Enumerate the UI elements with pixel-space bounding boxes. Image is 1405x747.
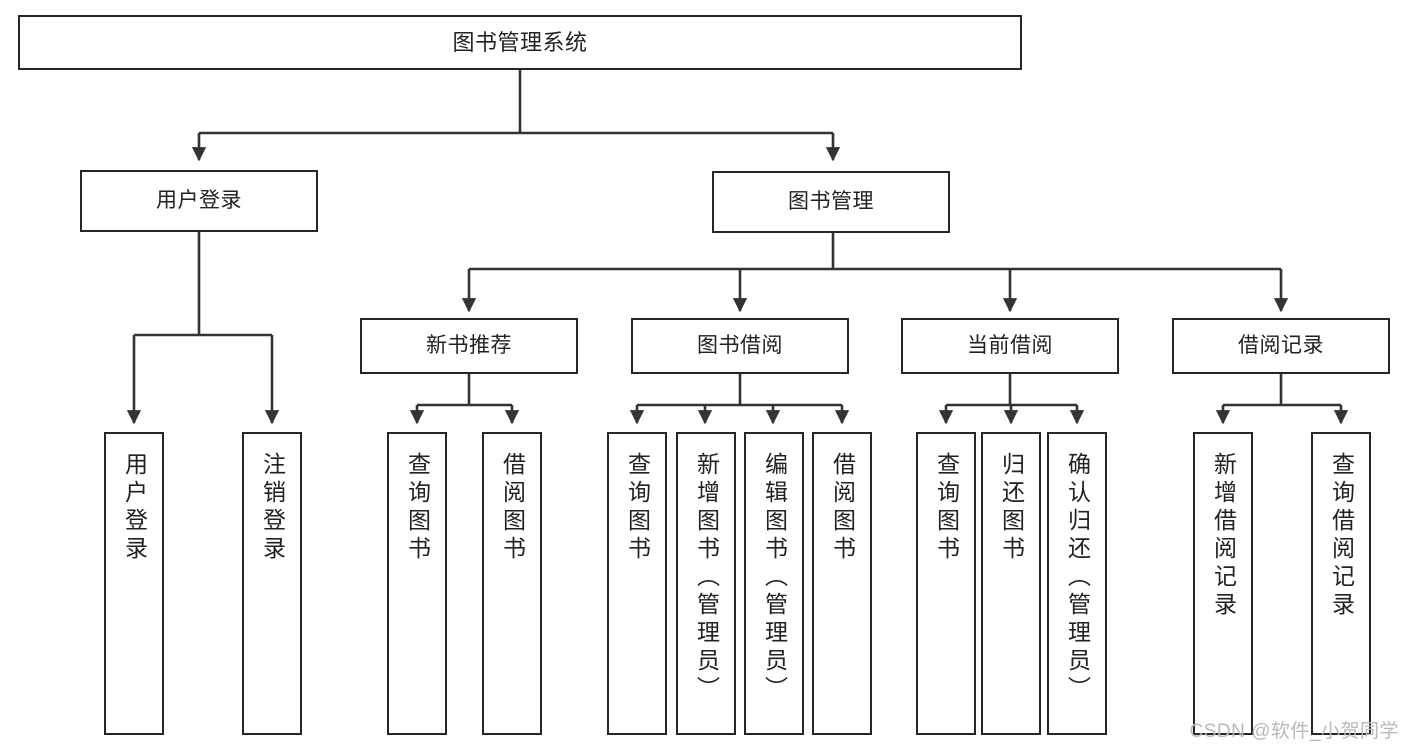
leaf-current-borrow-return[interactable]: 归还图书: [981, 432, 1041, 735]
node-label: 查询图书: [624, 452, 651, 564]
node-label: 借阅记录: [1238, 333, 1324, 357]
leaf-book-borrow-borrow[interactable]: 借阅图书: [812, 432, 872, 735]
node-label: 查询图书: [933, 452, 960, 564]
node-label: 新增图书（管理员）: [693, 452, 720, 704]
node-book-borrow[interactable]: 图书借阅: [631, 318, 849, 374]
node-new-book-recommend[interactable]: 新书推荐: [360, 318, 578, 374]
leaf-new-book-query[interactable]: 查询图书: [387, 432, 447, 735]
node-label: 借阅图书: [499, 452, 526, 564]
node-label: 归还图书: [998, 452, 1025, 564]
node-label: 图书管理系统: [452, 29, 588, 55]
node-label: 图书管理: [788, 189, 874, 213]
node-label: 注销登录: [259, 452, 286, 564]
node-label: 借阅图书: [829, 452, 856, 564]
node-label: 新增借阅记录: [1210, 452, 1237, 620]
node-label: 查询借阅记录: [1328, 452, 1355, 620]
leaf-book-borrow-add-admin[interactable]: 新增图书（管理员）: [676, 432, 736, 735]
leaf-book-borrow-query[interactable]: 查询图书: [607, 432, 667, 735]
node-label: 新书推荐: [426, 333, 512, 357]
node-user-login[interactable]: 用户登录: [80, 170, 318, 232]
leaf-borrow-record-add[interactable]: 新增借阅记录: [1193, 432, 1253, 735]
leaf-user-login-login[interactable]: 用户登录: [104, 432, 164, 735]
node-label: 图书借阅: [697, 333, 783, 357]
leaf-current-borrow-query[interactable]: 查询图书: [916, 432, 976, 735]
node-label: 当前借阅: [967, 333, 1053, 357]
node-label: 确认归还（管理员）: [1064, 452, 1091, 704]
node-label: 编辑图书（管理员）: [761, 452, 788, 704]
leaf-new-book-borrow[interactable]: 借阅图书: [482, 432, 542, 735]
node-label: 用户登录: [121, 452, 148, 564]
node-label: 用户登录: [156, 188, 242, 212]
node-label: 查询图书: [404, 452, 431, 564]
node-current-borrow[interactable]: 当前借阅: [901, 318, 1119, 374]
node-book-management[interactable]: 图书管理: [712, 171, 950, 233]
leaf-current-borrow-confirm-return-admin[interactable]: 确认归还（管理员）: [1047, 432, 1107, 735]
csdn-watermark: CSDN @软件_小贺同学: [1189, 721, 1399, 742]
node-root-book-management-system[interactable]: 图书管理系统: [18, 15, 1022, 70]
leaf-book-borrow-edit-admin[interactable]: 编辑图书（管理员）: [744, 432, 804, 735]
leaf-borrow-record-query[interactable]: 查询借阅记录: [1311, 432, 1371, 735]
leaf-user-login-logout[interactable]: 注销登录: [242, 432, 302, 735]
node-borrow-record[interactable]: 借阅记录: [1172, 318, 1390, 374]
